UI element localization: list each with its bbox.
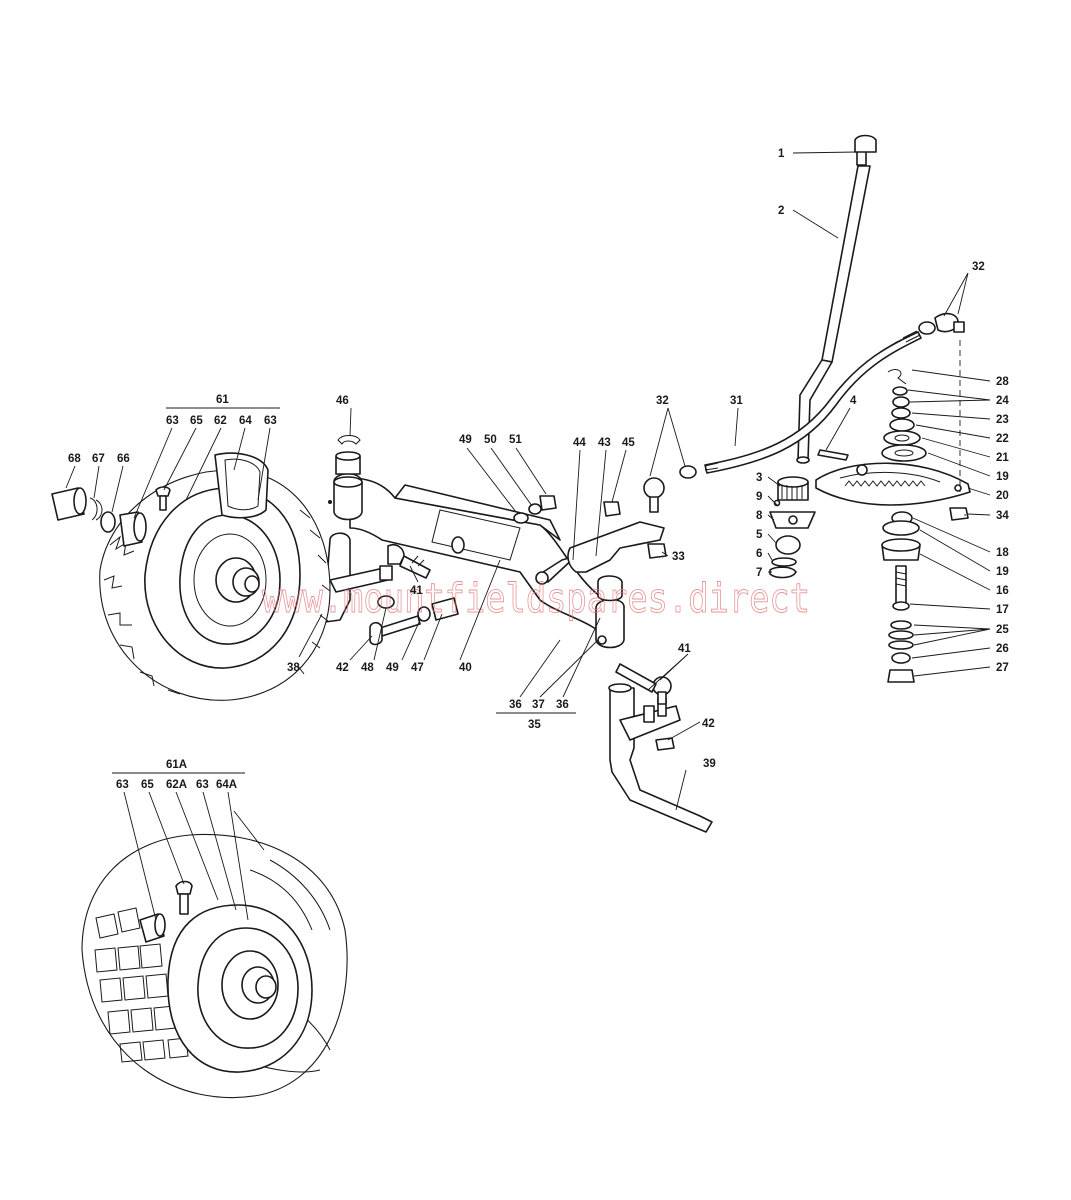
callout-41-right: 41: [678, 643, 691, 655]
callout-63-second: 63: [264, 415, 277, 427]
callout-18: 18: [996, 547, 1009, 559]
steering-column: [796, 134, 877, 464]
callout-26: 26: [996, 643, 1009, 655]
callout-2: 2: [778, 205, 784, 217]
callout-9: 9: [756, 491, 762, 503]
callout-37: 37: [532, 699, 545, 711]
callout-47: 47: [411, 662, 424, 674]
callout-25: 25: [996, 624, 1009, 636]
callout-50: 50: [484, 434, 497, 446]
callout-42: 42: [336, 662, 349, 674]
callout-38: 38: [287, 662, 300, 674]
callout-21: 21: [996, 452, 1009, 464]
callout-16: 16: [996, 585, 1009, 597]
pivot-hardware-stack: [881, 340, 969, 683]
callout-labels: 1 2 32 28 24 23 22 21 19 20 34 18 19 16 …: [68, 148, 1009, 791]
callout-68: 68: [68, 453, 81, 465]
callout-24: 24: [996, 395, 1009, 407]
callout-34: 34: [996, 510, 1009, 522]
callout-31: 31: [730, 395, 743, 407]
callout-63: 63: [166, 415, 179, 427]
callout-35: 35: [528, 719, 541, 731]
callout-43: 43: [598, 437, 611, 449]
callout-17: 17: [996, 604, 1009, 616]
callout-7: 7: [756, 567, 762, 579]
front-wheel-61: [99, 452, 331, 701]
callout-32-left: 32: [656, 395, 669, 407]
callout-32: 32: [972, 261, 985, 273]
callout-41: 41: [410, 585, 423, 597]
callout-20: 20: [996, 490, 1009, 502]
callout-36-second: 36: [556, 699, 569, 711]
watermark-text: www.mountfieldspares.direct: [262, 576, 810, 622]
callout-39: 39: [703, 758, 716, 770]
callout-49-lower: 49: [386, 662, 399, 674]
leader-lines: [65, 151, 991, 921]
callout-27: 27: [996, 662, 1009, 674]
right-stub-axle: [608, 663, 713, 833]
callout-66: 66: [117, 453, 130, 465]
callout-63-61A: 63: [116, 779, 129, 791]
callout-65-61A: 65: [141, 779, 154, 791]
hub-parts-61: [51, 486, 171, 547]
callout-64A: 64A: [216, 779, 237, 791]
callout-48: 48: [361, 662, 374, 674]
callout-51: 51: [509, 434, 522, 446]
callout-67: 67: [92, 453, 105, 465]
callout-64: 64: [239, 415, 252, 427]
callout-8: 8: [756, 510, 763, 522]
callout-42-right: 42: [702, 718, 715, 730]
callout-28: 28: [996, 376, 1009, 388]
drag-link: [643, 312, 965, 513]
callout-40: 40: [459, 662, 472, 674]
callout-46: 46: [336, 395, 349, 407]
callout-65: 65: [190, 415, 203, 427]
callout-4: 4: [850, 395, 857, 407]
callout-49: 49: [459, 434, 472, 446]
callout-61: 61: [216, 394, 229, 406]
callout-44: 44: [573, 437, 586, 449]
callout-3: 3: [756, 472, 762, 484]
callout-19-lower: 19: [996, 566, 1009, 578]
front-wheel-61A: [81, 833, 348, 1099]
callout-5: 5: [756, 529, 763, 541]
axle-hardware: [335, 435, 667, 602]
callout-23: 23: [996, 414, 1009, 426]
callout-62: 62: [214, 415, 227, 427]
front-axle: [328, 472, 625, 649]
callout-45: 45: [622, 437, 635, 449]
callout-6: 6: [756, 548, 762, 560]
callout-33: 33: [672, 551, 685, 563]
callout-62A: 62A: [166, 779, 187, 791]
callout-19: 19: [996, 471, 1009, 483]
callout-36: 36: [509, 699, 522, 711]
pinion-stack: [769, 476, 816, 579]
callout-63-61A-second: 63: [196, 779, 209, 791]
callout-22: 22: [996, 433, 1009, 445]
callout-61A: 61A: [166, 759, 187, 771]
sector-plate: [815, 449, 971, 506]
callout-1: 1: [778, 148, 785, 160]
